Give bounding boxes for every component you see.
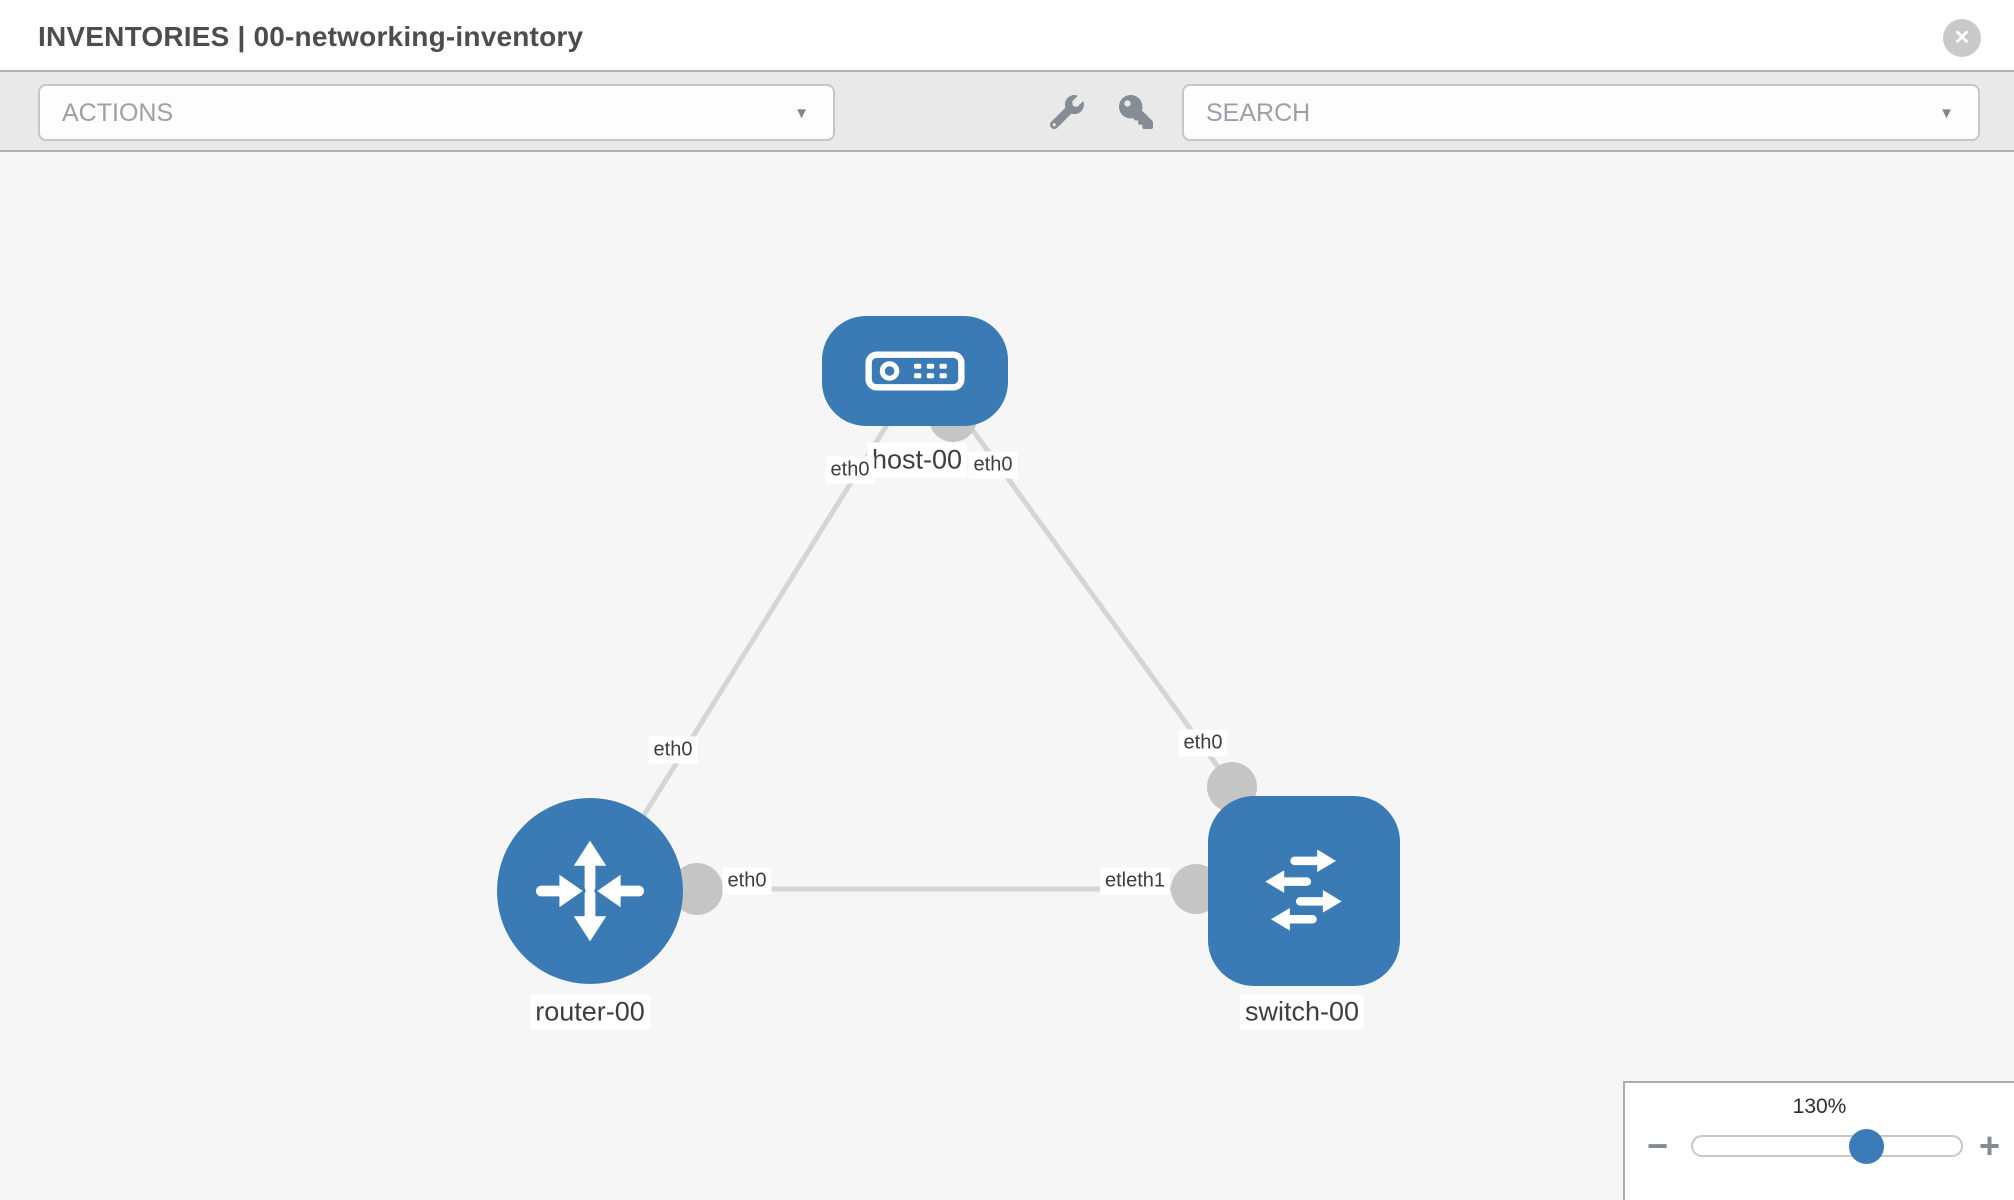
interface-label: eth0 (1178, 729, 1228, 757)
interface-label: etleth1 (1099, 867, 1171, 895)
zoom-percent: 130% (1792, 1095, 1847, 1118)
node-switch-00[interactable] (1208, 796, 1400, 986)
header-bar: INVENTORIES | 00-networking-inventory ✕ (0, 0, 2014, 70)
topology-canvas[interactable]: host-00 router-00 switch-00 eth0 eth0 et… (0, 152, 2014, 1200)
page-title: INVENTORIES | 00-networking-inventory (38, 21, 584, 52)
zoom-slider-handle[interactable] (1849, 1129, 1884, 1164)
toolbar: ACTIONS ▼ SEARCH ▼ (0, 70, 2014, 152)
node-label: router-00 (530, 994, 650, 1030)
caret-down-icon: ▼ (794, 105, 809, 122)
links-layer (595, 394, 1257, 915)
link-host-router[interactable] (595, 405, 901, 891)
interface-label: eth0 (968, 451, 1018, 479)
search-dropdown[interactable]: SEARCH ▼ (1182, 84, 1980, 141)
interface-label: eth0 (722, 867, 772, 895)
node-router-00[interactable] (497, 798, 683, 984)
minus-icon: − (1647, 1125, 1669, 1166)
interface-connector (671, 863, 723, 915)
credentials-button[interactable] (1114, 90, 1158, 134)
node-label: host-00 (866, 442, 968, 478)
router-icon (536, 840, 644, 942)
close-button[interactable]: ✕ (1943, 19, 1981, 57)
actions-dropdown[interactable]: ACTIONS ▼ (38, 84, 835, 141)
zoom-slider-row: − + (1625, 1121, 2014, 1171)
search-dropdown-label: SEARCH (1206, 99, 1311, 127)
configure-tools-button[interactable] (1045, 90, 1089, 134)
zoom-slider-track[interactable] (1691, 1129, 1963, 1164)
interface-label: eth0 (648, 736, 698, 764)
node-label: switch-00 (1239, 994, 1365, 1030)
node-host-00[interactable] (822, 316, 1008, 426)
zoom-control-panel: 130% − + (1623, 1081, 2014, 1200)
actions-dropdown-label: ACTIONS (62, 99, 174, 127)
zoom-out-button[interactable]: − (1647, 1121, 1668, 1171)
switch-icon (1265, 849, 1342, 931)
wrench-icon (1050, 95, 1084, 129)
caret-down-icon: ▼ (1939, 105, 1954, 122)
plus-icon: + (1978, 1125, 2000, 1166)
host-icon (865, 351, 965, 391)
close-icon: ✕ (1953, 27, 1971, 49)
interface-label: eth0 (825, 456, 875, 484)
zoom-in-button[interactable]: + (1979, 1121, 2000, 1171)
key-icon (1119, 95, 1153, 129)
